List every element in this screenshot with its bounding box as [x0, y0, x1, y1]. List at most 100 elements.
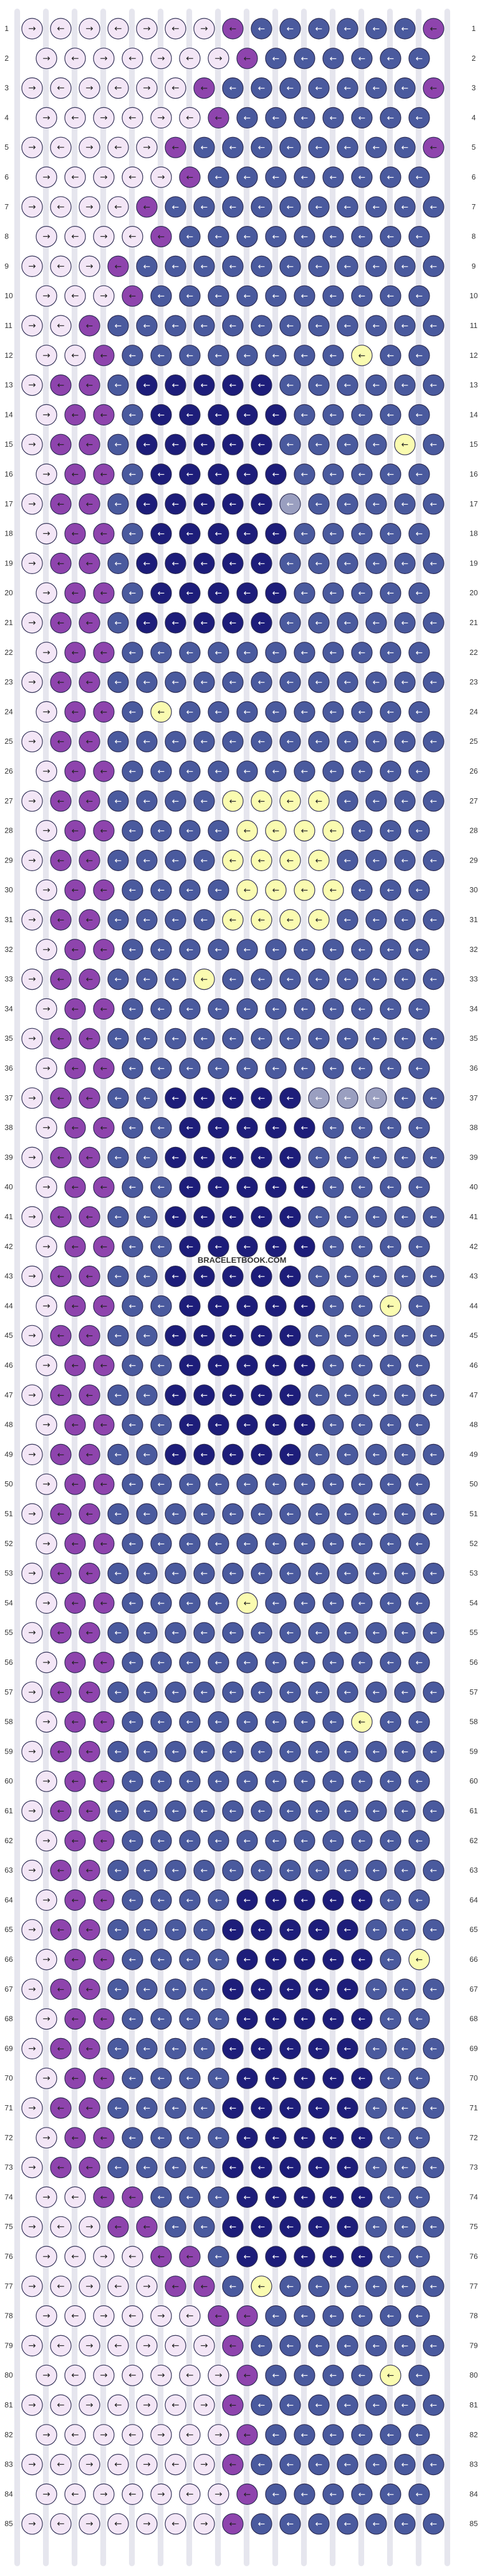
knot-arrow-icon: ← — [373, 618, 380, 628]
knot-arrow-icon: ← — [215, 291, 223, 301]
knot: ← — [64, 1176, 86, 1198]
knot: ← — [93, 1057, 115, 1079]
knot: ← — [322, 1355, 344, 1376]
knot: ← — [394, 1384, 416, 1406]
knot-arrow-icon: ← — [387, 1420, 395, 1430]
knot-arrow-icon: ← — [201, 1093, 208, 1103]
knot-arrow-icon: ← — [272, 2251, 280, 2262]
knot-arrow-icon: → — [157, 53, 165, 64]
knot: ← — [93, 345, 115, 366]
knot-arrow-icon: ← — [72, 588, 79, 598]
knot-arrow-icon: ← — [258, 1568, 266, 1579]
knot: ← — [193, 2157, 215, 2179]
knot-arrow-icon: ← — [172, 855, 179, 865]
knot-arrow-icon: ← — [186, 2370, 193, 2380]
knot: ← — [423, 1800, 444, 1822]
knot: ← — [251, 77, 272, 99]
knot: ← — [365, 1860, 387, 1882]
knot: → — [136, 2454, 158, 2476]
knot: ← — [50, 255, 72, 277]
knot-arrow-icon: ← — [416, 944, 423, 955]
knot-arrow-icon: ← — [401, 1330, 409, 1341]
row-number-left: 54 — [5, 1598, 13, 1607]
knot: ← — [423, 196, 444, 218]
knot: ← — [380, 2424, 401, 2446]
knot: → — [21, 1563, 43, 1584]
knot: ← — [136, 2097, 158, 2119]
knot: → — [21, 1206, 43, 1228]
knot-arrow-icon: ← — [330, 1598, 337, 1608]
row-number-left: 18 — [5, 529, 13, 538]
knot: ← — [394, 374, 416, 396]
row-number-left: 60 — [5, 1777, 13, 1785]
knot-arrow-icon: ← — [57, 677, 65, 688]
knot: ← — [308, 18, 330, 40]
knot-arrow-icon: ← — [358, 1301, 366, 1311]
knot-arrow-icon: ← — [244, 469, 251, 479]
knot-arrow-icon: → — [42, 2310, 50, 2321]
knot: ← — [179, 2305, 201, 2327]
knot-arrow-icon: ← — [401, 261, 409, 271]
knot-arrow-icon: ← — [115, 1568, 122, 1579]
knot: → — [93, 48, 115, 69]
knot: ← — [136, 1266, 158, 1287]
knot: ← — [122, 582, 143, 604]
knot-arrow-icon: ← — [115, 1984, 122, 1995]
knot: ← — [122, 2364, 143, 2386]
knot: → — [21, 671, 43, 693]
knot-arrow-icon: → — [42, 2370, 50, 2380]
knot-arrow-icon: → — [200, 2399, 208, 2410]
knot-arrow-icon: ← — [201, 1330, 208, 1341]
knot-arrow-icon: ← — [129, 1479, 136, 1489]
knot: ← — [294, 998, 315, 1020]
knot-arrow-icon: ← — [330, 707, 337, 717]
knot: ← — [408, 2364, 430, 2386]
knot: ← — [222, 1503, 244, 1525]
knot-arrow-icon: ← — [301, 2251, 309, 2262]
knot-arrow-icon: ← — [373, 736, 380, 747]
knot: ← — [179, 1533, 201, 1555]
knot: → — [21, 2276, 43, 2297]
knot-arrow-icon: ← — [358, 1539, 366, 1549]
knot: ← — [107, 790, 129, 812]
knot: ← — [351, 1473, 373, 1495]
knot-arrow-icon: ← — [387, 409, 395, 420]
knot-arrow-icon: → — [42, 1538, 50, 1549]
knot: ← — [394, 18, 416, 40]
knot: ← — [251, 1978, 272, 2000]
knot: ← — [236, 1533, 258, 1555]
row-number-left: 83 — [5, 2460, 13, 2469]
knot: → — [193, 2454, 215, 2476]
knot-arrow-icon: ← — [344, 1984, 352, 1995]
knot-arrow-icon: → — [42, 1775, 50, 1786]
knot-arrow-icon: ← — [258, 1449, 266, 1459]
knot: ← — [193, 1563, 215, 1584]
knot: ← — [64, 1949, 86, 1970]
knot: ← — [193, 77, 215, 99]
knot-arrow-icon: ← — [86, 1449, 93, 1459]
knot: ← — [236, 1057, 258, 1079]
knot-arrow-icon: ← — [387, 1657, 395, 1668]
knot-arrow-icon: ← — [330, 2489, 337, 2499]
knot-arrow-icon: ← — [172, 618, 179, 628]
knot-arrow-icon: → — [28, 1033, 36, 1044]
knot: ← — [165, 612, 186, 634]
knot: ← — [394, 1800, 416, 1822]
knot: ← — [408, 1652, 430, 1673]
row-number-right: 50 — [470, 1480, 478, 1488]
knot-arrow-icon: ← — [86, 2163, 93, 2173]
knot: ← — [208, 345, 229, 366]
knot: ← — [308, 909, 330, 931]
knot: ← — [308, 731, 330, 752]
knot-arrow-icon: ← — [301, 1479, 309, 1489]
knot: ← — [265, 2305, 287, 2327]
knot: → — [36, 760, 57, 782]
knot: ← — [279, 849, 301, 872]
knot-arrow-icon: → — [28, 557, 36, 568]
knot: ← — [423, 2097, 444, 2119]
knot: ← — [294, 2305, 315, 2327]
knot-arrow-icon: ← — [358, 2489, 366, 2499]
knot-arrow-icon: ← — [301, 2014, 309, 2024]
knot-arrow-icon: → — [143, 2281, 150, 2292]
knot: ← — [294, 404, 315, 426]
